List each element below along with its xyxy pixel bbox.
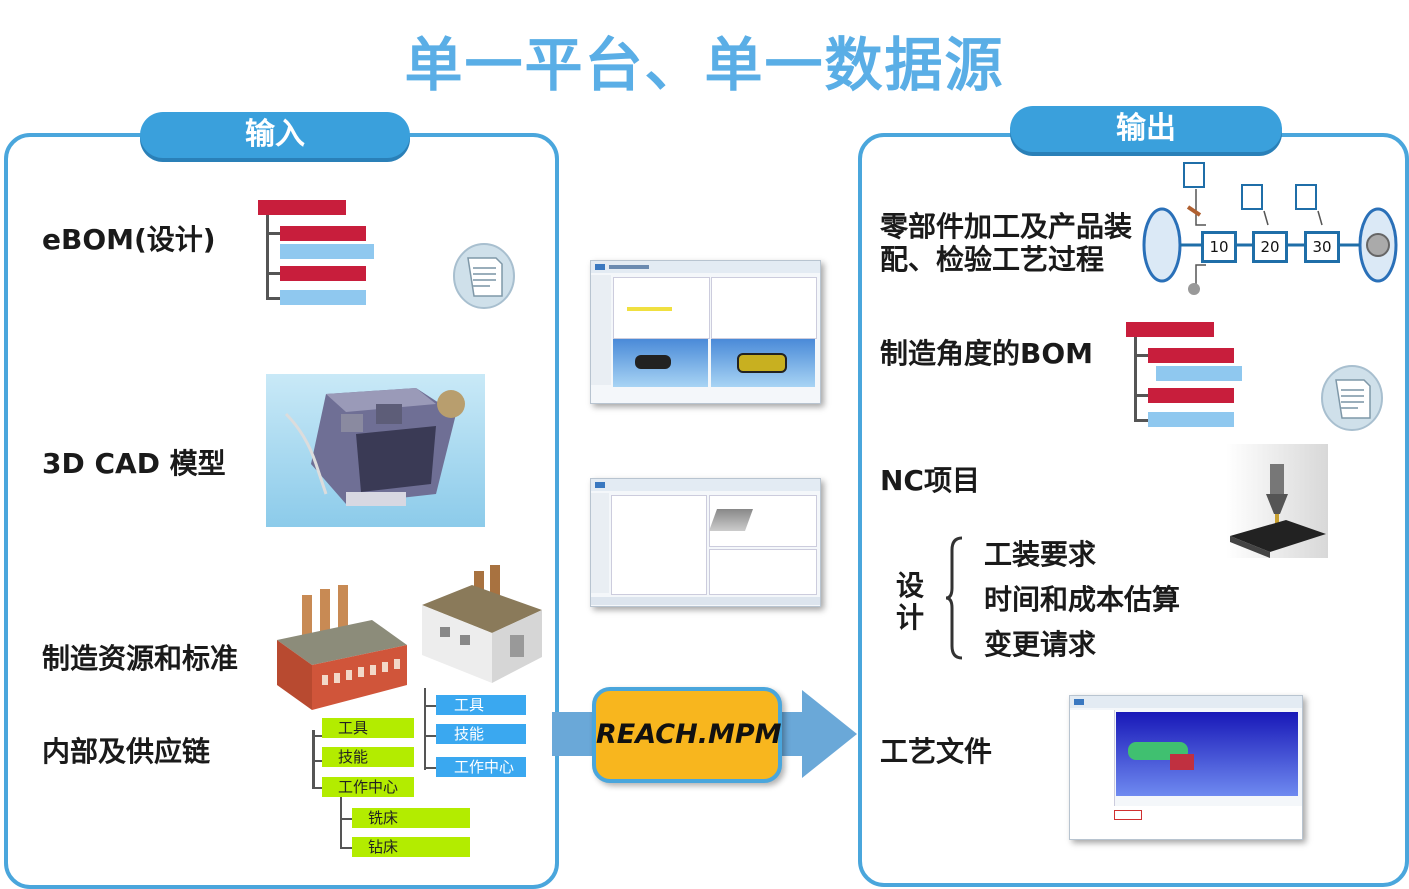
tree-connector — [312, 760, 322, 762]
process-label-line1: 零部件加工及产品装 — [880, 210, 1133, 243]
document-icon — [1321, 365, 1383, 431]
design-label: 设计 — [896, 569, 925, 634]
tree-connector — [424, 735, 436, 737]
mbom-label: 制造角度的BOM — [880, 337, 1094, 370]
tree-connector — [312, 735, 322, 737]
resources-label: 制造资源和标准 — [42, 642, 239, 675]
tree-connector — [340, 847, 352, 849]
doc-label: 工艺文件 — [880, 735, 993, 768]
nc-machine-image — [1226, 444, 1328, 558]
app-screenshot-2 — [590, 478, 821, 607]
tree-connector — [424, 688, 426, 770]
nc-label: NC项目 — [880, 464, 980, 497]
tree-tools: 工具 — [322, 718, 414, 738]
tree-connector — [312, 730, 315, 788]
tree-drilling: 钻床 — [352, 837, 470, 857]
ebom-label: eBOM(设计) — [42, 223, 216, 256]
step-30: 30 — [1304, 231, 1340, 263]
mbom-tree-icon — [1126, 322, 1246, 430]
tree-skills: 技能 — [322, 747, 414, 767]
process-flow-diagram — [1142, 162, 1398, 295]
step-20: 20 — [1252, 231, 1288, 263]
reach-mpm-label: REACH.MPM — [596, 719, 782, 750]
tree-connector — [424, 767, 436, 769]
tree-tools-blue: 工具 — [436, 695, 526, 715]
input-header: 输入 — [140, 112, 410, 158]
warehouse-icon — [422, 565, 542, 683]
app-screenshot-1 — [590, 260, 821, 404]
factory-icon — [277, 585, 407, 710]
process-label-line2: 配、检验工艺过程 — [880, 243, 1105, 276]
cad-model-image — [266, 374, 485, 527]
design-item-change: 变更请求 — [984, 628, 1097, 661]
brace-icon — [945, 536, 963, 660]
tree-connector — [312, 787, 322, 789]
reach-mpm-box: REACH.MPM — [592, 687, 782, 783]
document-icon — [453, 243, 515, 309]
tree-connector — [340, 818, 352, 820]
tree-skills-blue: 技能 — [436, 724, 526, 744]
design-item-tooling: 工装要求 — [984, 538, 1097, 571]
cad-label: 3D CAD 模型 — [42, 447, 226, 480]
ebom-tree-icon — [258, 200, 378, 310]
tree-milling: 铣床 — [352, 808, 470, 828]
design-item-cost: 时间和成本估算 — [984, 583, 1181, 616]
tree-workcenter-blue: 工作中心 — [436, 757, 526, 777]
tree-connector — [340, 797, 342, 849]
output-header: 输出 — [1010, 106, 1282, 152]
page-title: 单一平台、单一数据源 — [404, 31, 1005, 99]
step-10: 10 — [1201, 231, 1237, 263]
app-screenshot-3 — [1069, 695, 1303, 840]
supply-label: 内部及供应链 — [42, 735, 211, 768]
tree-connector — [424, 705, 436, 707]
tree-workcenter: 工作中心 — [322, 777, 414, 797]
